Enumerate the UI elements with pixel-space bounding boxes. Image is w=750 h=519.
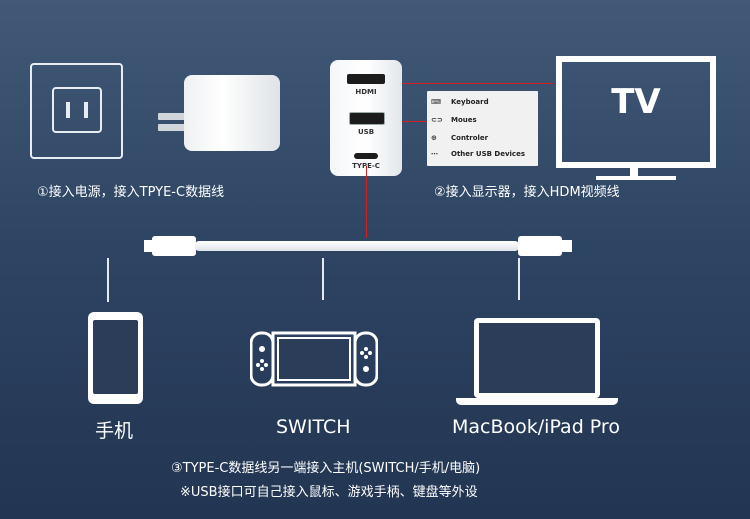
- wall-outlet-icon: [30, 63, 123, 159]
- tv-label: TV: [611, 82, 661, 122]
- laptop-base: [456, 398, 618, 405]
- controller-icon: ⊕: [431, 134, 437, 142]
- adapter-prong: [158, 124, 186, 131]
- adapter-prong: [158, 113, 186, 120]
- list-item: ⊕Controler: [431, 134, 489, 142]
- step2-caption: ②接入显示器，接入HDM视频线: [434, 185, 620, 200]
- hdmi-port: [347, 74, 385, 84]
- phone-connector-line: [107, 258, 109, 302]
- tv-stand: [630, 168, 638, 176]
- left-plug-head: [152, 236, 196, 256]
- power-adapter-image: [184, 75, 280, 151]
- usb-hub-image: HDMI USB TYPE-C: [330, 60, 402, 176]
- typec-port: [354, 153, 378, 159]
- list-item: ⌨Keyboard: [431, 98, 489, 106]
- tv-base: [596, 176, 676, 180]
- typec-connection-line: [366, 166, 367, 238]
- keyboard-icon: ⌨: [431, 98, 442, 106]
- usb-device-list: ⌨Keyboard ⊂⊃Moues ⊕Controler ⋯Other USB …: [427, 91, 538, 166]
- outlet-socket: [52, 87, 102, 133]
- usb-port-label: USB: [357, 128, 375, 136]
- typec-cable: [195, 241, 519, 251]
- list-item: ⋯Other USB Devices: [431, 150, 525, 158]
- hdmi-connection-line: [402, 83, 554, 84]
- laptop-connector-line: [518, 258, 520, 300]
- switch-label: SWITCH: [276, 416, 351, 438]
- tv-icon: TV: [556, 56, 716, 168]
- switch-icon: [250, 331, 378, 387]
- laptop-label: MacBook/iPad Pro: [452, 416, 620, 438]
- usb-connection-line: [402, 121, 427, 122]
- phone-label: 手机: [95, 420, 134, 442]
- right-plug-head: [518, 236, 562, 256]
- right-plug-tip: [560, 240, 572, 252]
- phone-screen: [93, 320, 138, 394]
- laptop-icon: [474, 318, 600, 398]
- step3-caption: ③TYPE-C数据线另一端接入主机(SWITCH/手机/电脑): [171, 461, 481, 476]
- list-item: ⊂⊃Moues: [431, 116, 477, 124]
- step1-caption: ①接入电源，接入TPYE-C数据线: [37, 185, 225, 200]
- usb-note-caption: ※USB接口可自己接入鼠标、游戏手柄、键盘等外设: [180, 485, 478, 500]
- phone-icon: [88, 312, 143, 404]
- switch-connector-line: [322, 258, 324, 300]
- mouse-icon: ⊂⊃: [431, 116, 443, 124]
- usb-port: [349, 112, 385, 125]
- hdmi-port-label: HDMI: [355, 88, 377, 96]
- dots-icon: ⋯: [431, 150, 438, 158]
